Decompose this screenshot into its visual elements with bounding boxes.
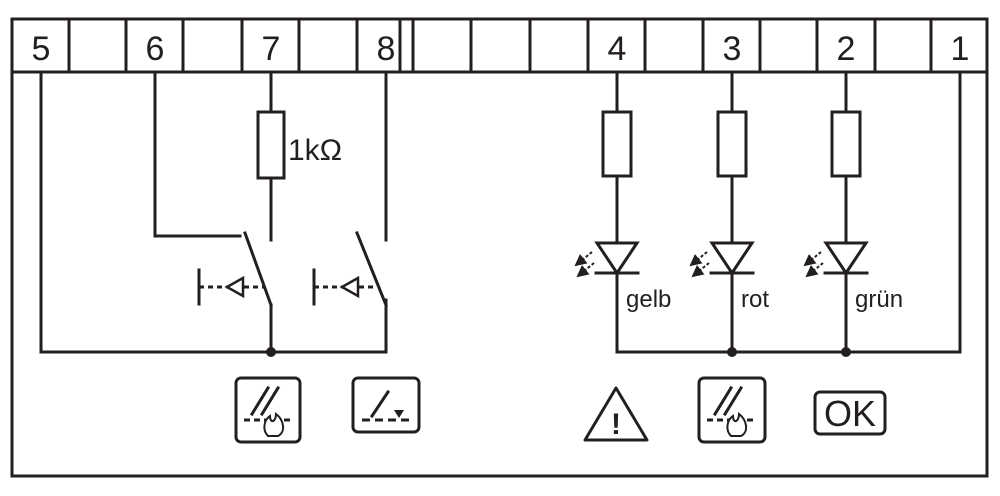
ok-icon: OK bbox=[813, 390, 887, 436]
ok-label: OK bbox=[824, 393, 876, 434]
resistor-1k bbox=[256, 110, 286, 180]
led-green-label: grün bbox=[855, 286, 903, 313]
led-green-icon bbox=[823, 241, 869, 276]
terminal-5-label: 5 bbox=[32, 30, 51, 68]
resistor-red bbox=[716, 110, 748, 178]
junction-dot bbox=[266, 347, 276, 357]
terminal-3-label: 3 bbox=[723, 30, 742, 68]
relay-circuit bbox=[39, 70, 388, 357]
fault-icon bbox=[351, 376, 421, 434]
led-red-icon bbox=[709, 241, 755, 276]
resistor-label: 1kΩ bbox=[288, 134, 342, 167]
warning-mark: ! bbox=[611, 408, 621, 441]
terminal-8-label: 8 bbox=[377, 30, 396, 68]
terminal-7-label: 7 bbox=[262, 30, 281, 68]
led-circuit bbox=[574, 70, 962, 357]
terminal-dividers bbox=[67, 17, 933, 74]
led-yellow-label: gelb bbox=[626, 286, 671, 313]
resistor-green bbox=[830, 110, 862, 178]
resistor-yellow bbox=[601, 110, 633, 178]
outer-frame bbox=[10, 17, 989, 478]
fire-alarm-icon bbox=[234, 376, 302, 444]
terminal-2-label: 2 bbox=[837, 30, 856, 68]
led-red-label: rot bbox=[741, 286, 769, 313]
warning-triangle-icon: ! bbox=[583, 386, 649, 442]
terminal-1-label: 1 bbox=[951, 30, 970, 68]
fire-alarm-icon bbox=[697, 376, 767, 444]
terminal-4-label: 4 bbox=[608, 30, 627, 68]
led-yellow-icon bbox=[594, 241, 640, 276]
terminal-6-label: 6 bbox=[146, 30, 165, 68]
